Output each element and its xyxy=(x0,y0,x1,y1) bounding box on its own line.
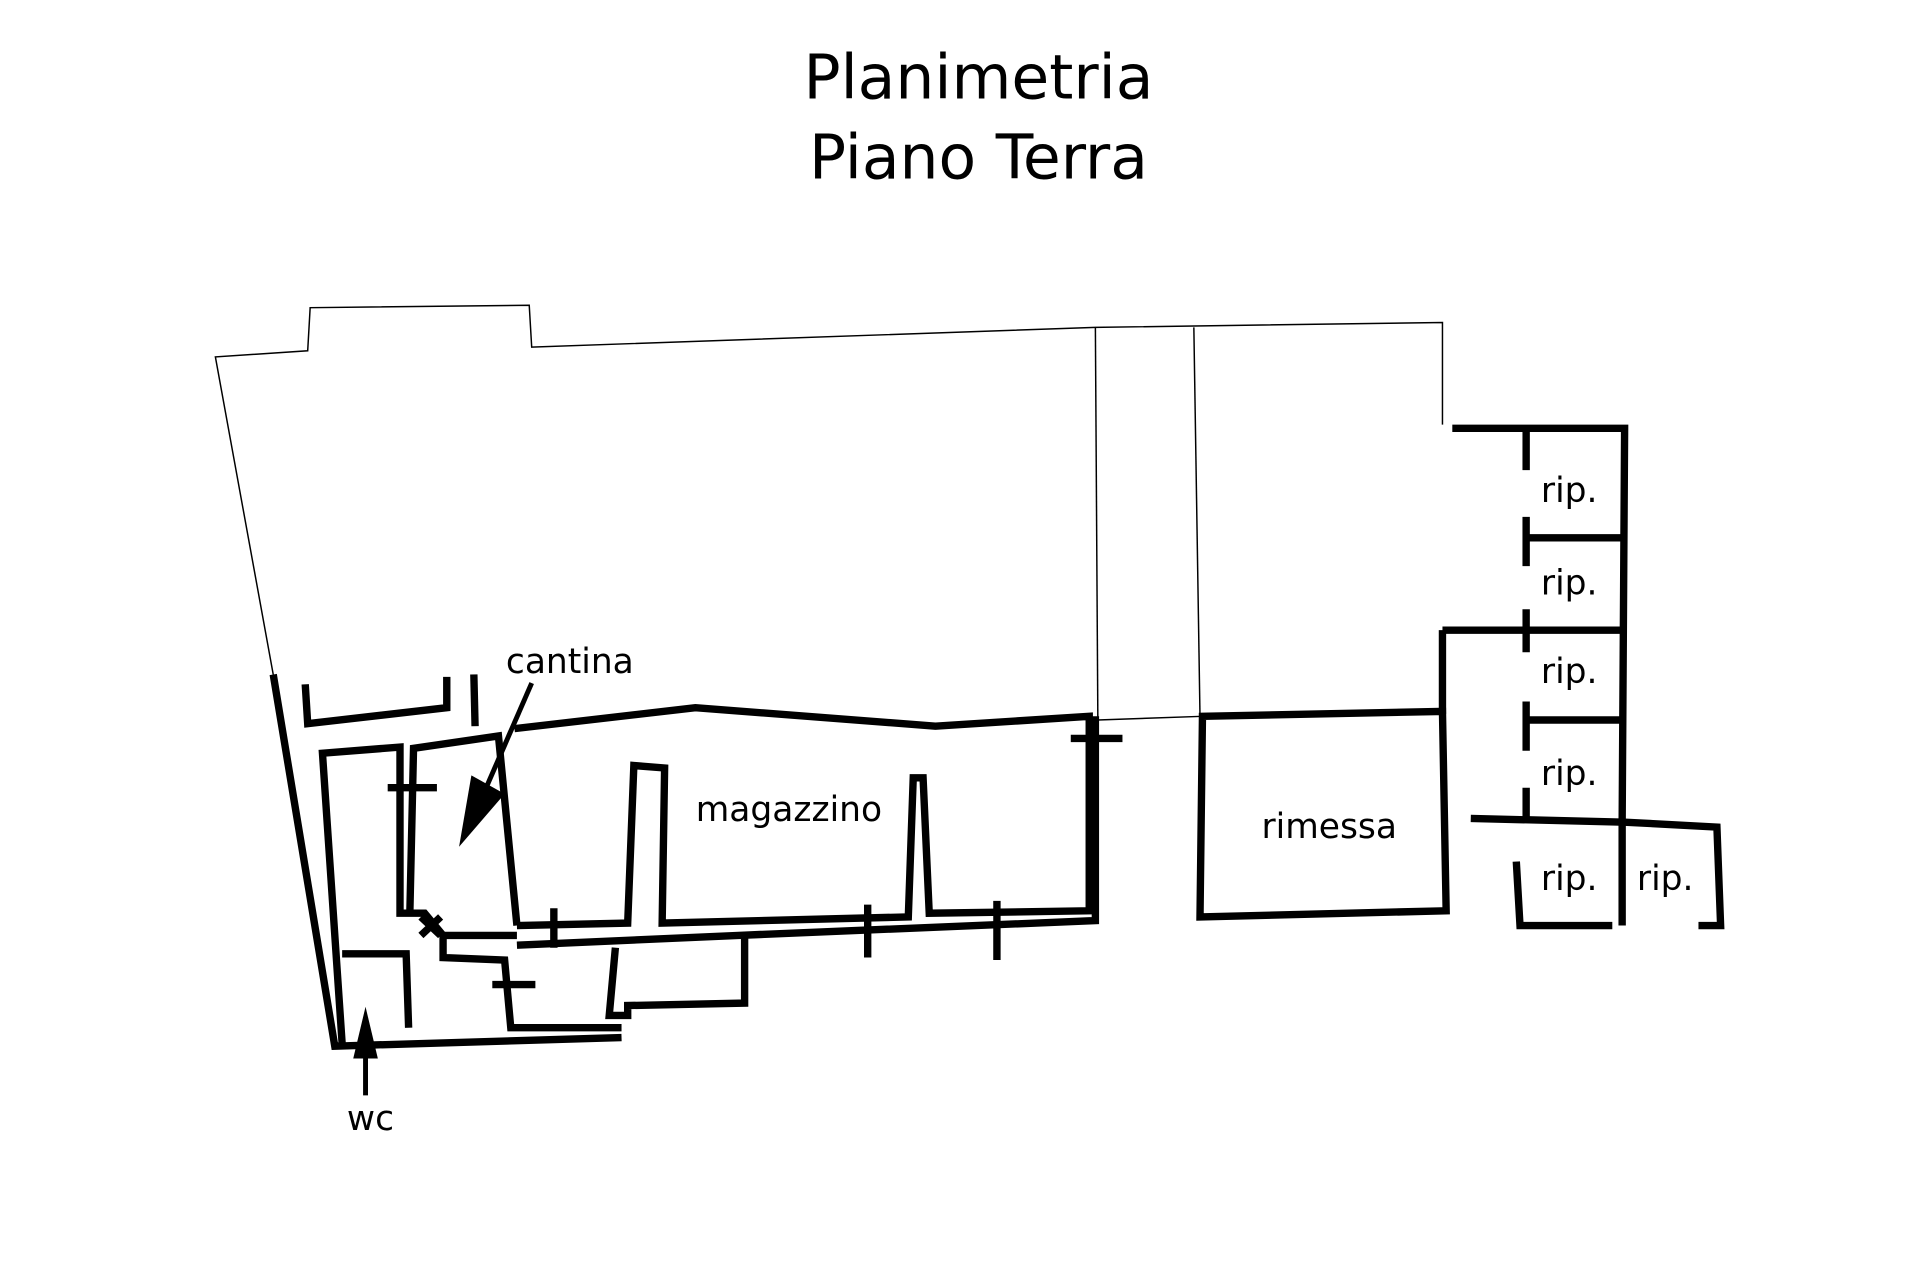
room-label-rip-6: rip. xyxy=(1637,859,1694,899)
plan-subtitle: Piano Terra xyxy=(809,121,1148,193)
walls-magazzino xyxy=(514,703,1123,960)
walls-ripostigli xyxy=(1438,424,1725,930)
wc-arrow-icon xyxy=(353,1006,378,1096)
room-label-cantina: cantina xyxy=(506,642,634,682)
outer-lot-outline xyxy=(214,304,1444,721)
plan-title: Planimetria xyxy=(803,41,1153,113)
room-label-wc: wc xyxy=(347,1099,394,1139)
cantina-arrow-icon xyxy=(459,682,534,847)
room-label-rip-1: rip. xyxy=(1541,471,1598,511)
room-label-rip-2: rip. xyxy=(1541,563,1598,603)
walls-rimessa xyxy=(1196,707,1450,921)
room-label-magazzino: magazzino xyxy=(696,790,882,830)
walls-left-block xyxy=(269,673,749,1050)
room-label-rip-5: rip. xyxy=(1541,859,1598,899)
room-label-rip-4: rip. xyxy=(1541,754,1598,794)
room-label-rimessa: rimessa xyxy=(1261,807,1397,847)
room-label-rip-3: rip. xyxy=(1541,652,1598,692)
